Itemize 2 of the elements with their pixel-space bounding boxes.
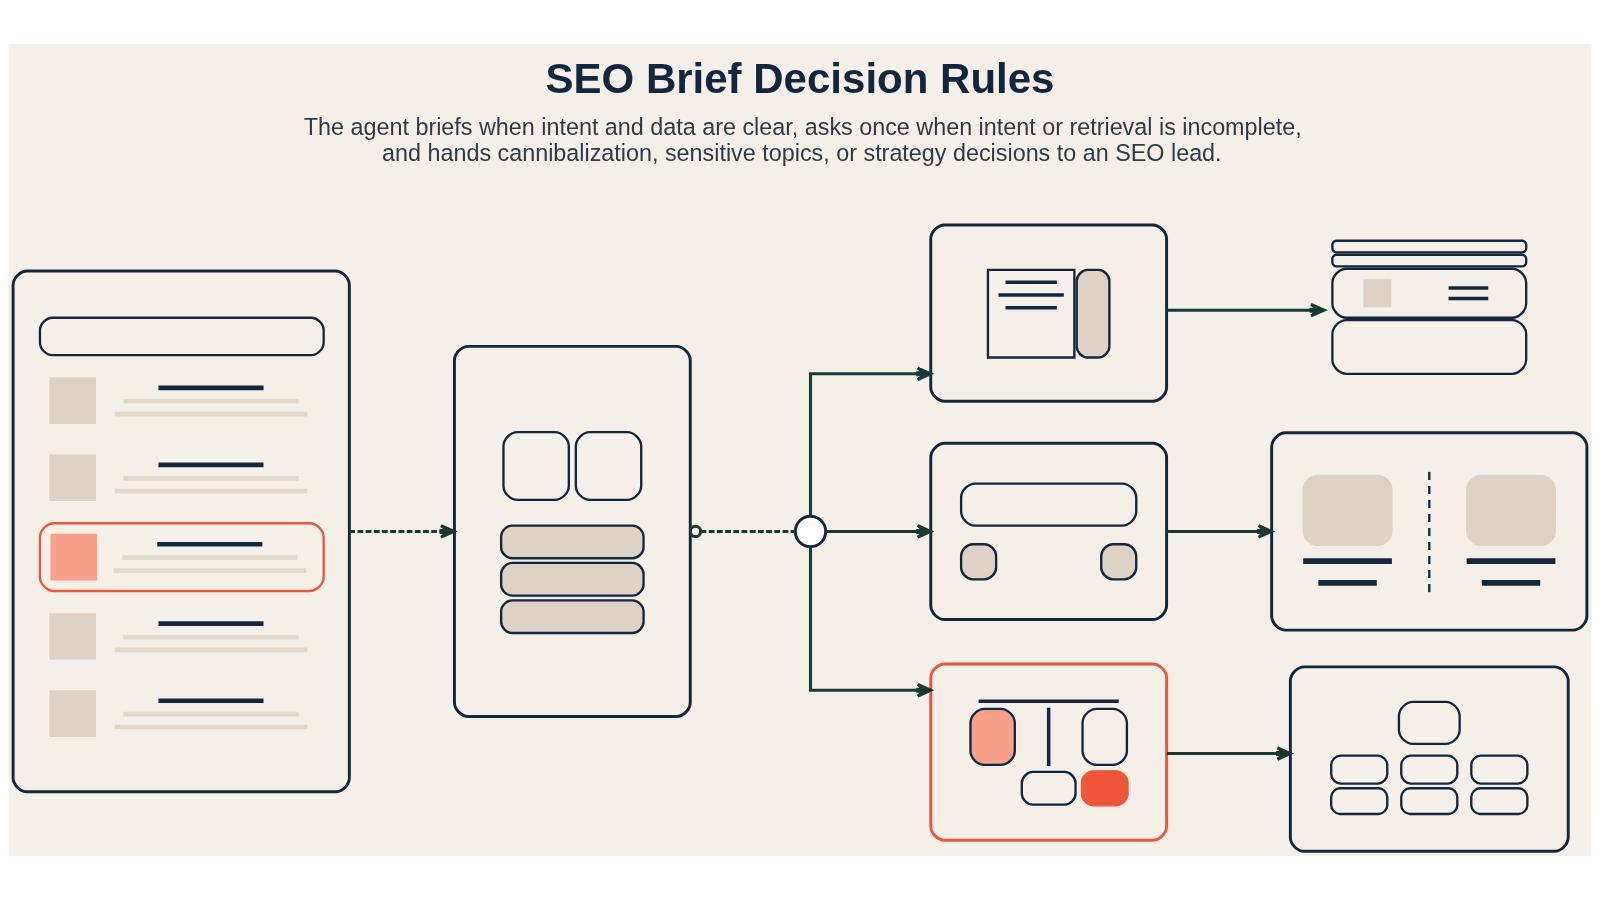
caption: The agent briefs when intent and data are clear, asks once when intent or retrieval is incomplete, and hands cannibalization, sensitive topics, or strategy decisions to an SEO lead. xyxy=(303,114,1302,166)
diagram-title: SEO Brief Decision Rules xyxy=(545,54,1055,102)
